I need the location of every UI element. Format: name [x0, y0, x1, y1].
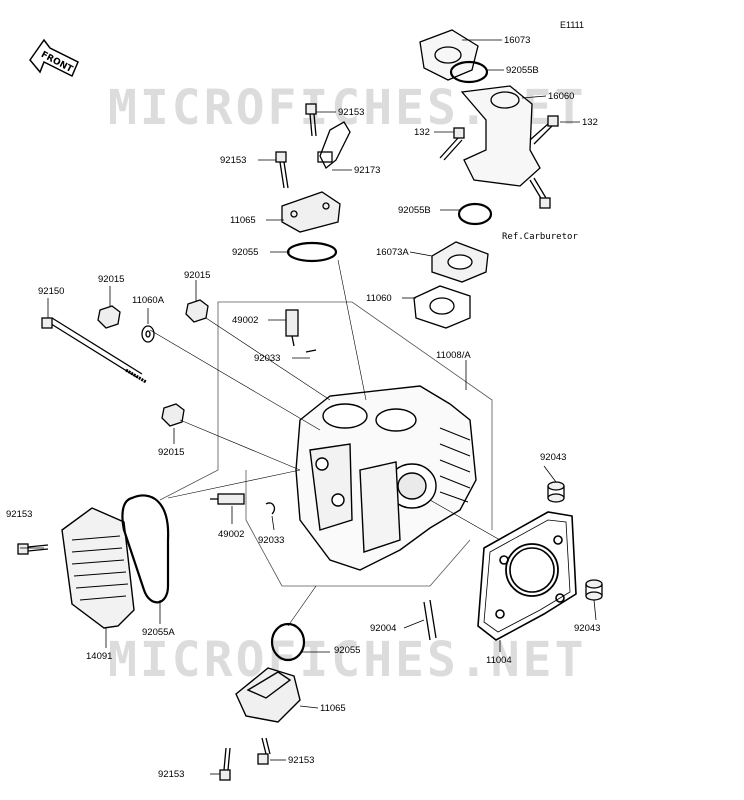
intake-manifold — [419, 29, 541, 187]
o-ring-92055-bot — [270, 622, 306, 662]
dowel-92043-top — [547, 481, 565, 503]
part-label-11060a[interactable]: 11060A — [132, 295, 165, 306]
watermark-bottom: MICROFICHES.NET — [108, 632, 587, 688]
part-label-92015-b[interactable]: 92015 — [184, 270, 211, 281]
cylinder-head-11008a — [295, 385, 477, 571]
bolt-92153-cap — [275, 151, 289, 189]
leader-lines — [20, 39, 597, 775]
bolt-92153-left — [17, 543, 49, 555]
part-label-92033-top[interactable]: 92033 — [254, 353, 281, 364]
nut-92015-a — [97, 305, 121, 329]
part-label-11004[interactable]: 11004 — [486, 655, 512, 666]
side-cover-14091 — [61, 507, 135, 629]
part-label-92153-br[interactable]: 92153 — [288, 755, 315, 766]
bolt-132-right — [529, 115, 559, 145]
part-label-11060[interactable]: 11060 — [366, 293, 392, 304]
part-label-49002-top[interactable]: 49002 — [232, 315, 259, 326]
bolt-92153-top — [305, 103, 317, 137]
part-label-92153-bl[interactable]: 92153 — [158, 769, 185, 780]
part-label-92043-bot[interactable]: 92043 — [574, 623, 601, 634]
part-label-92173[interactable]: 92173 — [354, 165, 381, 176]
gasket-11060 — [413, 285, 471, 329]
part-label-132-left[interactable]: 132 — [414, 127, 430, 138]
figure-id: E1111 — [560, 20, 585, 30]
part-label-92153-left[interactable]: 92153 — [6, 509, 33, 520]
stud-92150 — [41, 317, 147, 384]
part-label-92055-bot[interactable]: 92055 — [334, 645, 361, 656]
nut-92015-b — [185, 299, 209, 323]
dowel-92043-bot — [585, 579, 603, 601]
o-ring-92055-top — [286, 241, 338, 263]
tappet-49002-top — [285, 309, 299, 347]
clip-92173 — [317, 121, 351, 170]
o-ring-92055b-top — [449, 60, 489, 84]
cam-cap-11065-bot — [235, 667, 301, 723]
part-label-92055a[interactable]: 92055A — [142, 627, 175, 638]
part-label-16073[interactable]: 16073 — [504, 35, 531, 46]
tappet-49002-bot — [210, 493, 245, 505]
cam-cap-11065-top — [281, 191, 341, 233]
assembly-frame — [159, 301, 493, 587]
part-label-92043-top[interactable]: 92043 — [540, 452, 567, 463]
part-label-92015-a[interactable]: 92015 — [98, 274, 125, 285]
head-gasket-11004 — [477, 511, 577, 641]
part-label-16073a[interactable]: 16073A — [376, 247, 409, 258]
part-label-14091[interactable]: 14091 — [86, 651, 113, 662]
bolt-ref-carb — [529, 177, 551, 209]
clip-92033-top — [305, 349, 317, 353]
o-ring-92055b-mid — [457, 202, 493, 226]
part-label-11008a[interactable]: 11008/A — [436, 350, 471, 361]
part-label-92150[interactable]: 92150 — [38, 286, 65, 297]
part-label-92033-bot[interactable]: 92033 — [258, 535, 285, 546]
part-label-16060[interactable]: 16060 — [548, 91, 575, 102]
bolt-92153-br — [257, 737, 271, 765]
bolt-92153-bl — [219, 747, 231, 781]
part-label-132-right[interactable]: 132 — [582, 117, 598, 128]
part-label-11065-top[interactable]: 11065 — [230, 215, 256, 226]
stud-92004 — [423, 599, 437, 641]
part-label-92153-top[interactable]: 92153 — [338, 107, 365, 118]
part-label-ref-carburetor[interactable]: Ref.Carburetor — [502, 232, 578, 242]
part-label-92055b-top[interactable]: 92055B — [506, 65, 539, 76]
bolt-132-left — [439, 127, 465, 161]
washer-11060a — [141, 325, 155, 343]
nut-92015-c — [161, 403, 185, 427]
part-label-92153-cap[interactable]: 92153 — [220, 155, 247, 166]
gasket-92055a — [121, 494, 170, 604]
part-label-49002-bot[interactable]: 49002 — [218, 529, 245, 540]
clip-92033-bot — [265, 502, 276, 515]
insulator-16073a — [431, 241, 489, 283]
part-label-92015-c[interactable]: 92015 — [158, 447, 185, 458]
part-label-11065-bot[interactable]: 11065 — [320, 703, 346, 714]
front-arrow-icon: FRONT — [29, 38, 79, 78]
part-label-92055b-mid[interactable]: 92055B — [398, 205, 431, 216]
part-label-92055-top[interactable]: 92055 — [232, 247, 259, 258]
part-label-92004[interactable]: 92004 — [370, 623, 397, 634]
